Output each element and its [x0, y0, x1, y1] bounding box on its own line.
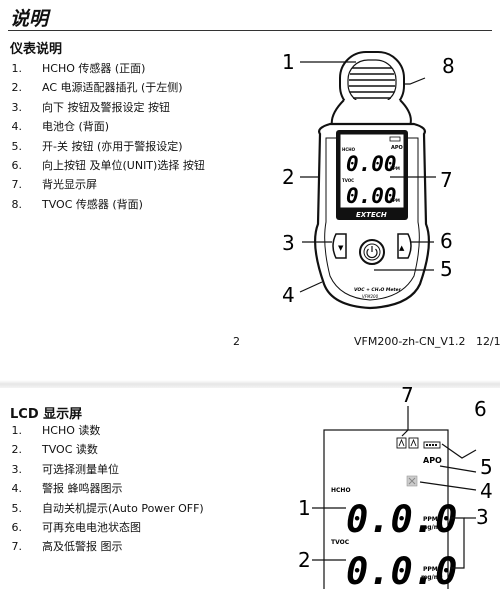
callout-1: 1: [282, 50, 295, 74]
document-id: VFM200-zh-CN_V1.2 12/16: [354, 335, 500, 348]
up-button: [397, 233, 412, 259]
list-item: 5.开-关 按钮 (亦用于警报设定): [11, 139, 183, 153]
battery-icon: [389, 136, 401, 142]
meter-brand: EXTECH: [356, 211, 387, 219]
page-title: 说明: [10, 8, 49, 30]
up-arrow-icon: ▲: [399, 244, 405, 252]
list-item: 1.HCHO 传感器 (正面): [11, 62, 146, 75]
callout-8: 8: [442, 54, 455, 78]
lcd-elements-list: 1.HCHO 读数 2.TVOC 读数 3.可选择测量单位 4.警报 蜂鸣器图示…: [8, 421, 258, 557]
meter-hcho-reading: 0.00: [346, 152, 397, 176]
section-heading-lcd: LCD 显示屏: [10, 407, 83, 422]
lcd-callout-1: 1: [298, 496, 311, 520]
battery-status-icon: [423, 441, 441, 449]
lcd-diagram: APO HCHO 0.0.0 PPM mg/m³ TVOC 0.0.0 PPM …: [298, 383, 493, 589]
meter-apo-label: APO: [391, 145, 403, 151]
callout-2: 2: [282, 165, 295, 189]
list-item: 8.TVOC 传感器 (背面): [11, 197, 143, 211]
lcd-callout-2: 2: [298, 548, 311, 572]
lcd-callout-leaders: [312, 406, 477, 569]
meter-caption: VOC + CH₂O Meter: [354, 287, 402, 293]
list-item: 2.TVOC 读数: [11, 443, 98, 457]
callout-3: 3: [282, 231, 295, 255]
title-divider: [8, 30, 492, 31]
page-number: 2: [233, 335, 240, 348]
meter-hcho-label: HCHO: [342, 147, 356, 152]
meter-model: VFM200: [362, 294, 379, 299]
lcd-hcho-reading: 0.0.0: [346, 498, 457, 541]
lcd-unit-top: PPM: [423, 516, 438, 523]
meter-parts-list: 1.HCHO 传感器 (正面) 2.AC 电源适配器插孔 (于左侧) 3.向下 …: [8, 59, 258, 214]
lcd-unit-sub-top: mg/m³: [421, 524, 443, 531]
list-item: 3.向下 按钮及警报设定 按钮: [11, 100, 171, 114]
down-arrow-icon: ▼: [338, 244, 344, 252]
lcd-tvoc-label: TVOC: [331, 539, 350, 546]
alarm-buzzer-icon: [406, 475, 418, 487]
lcd-callout-6: 6: [474, 397, 487, 421]
lcd-callout-5: 5: [480, 455, 493, 479]
lcd-callout-3: 3: [476, 505, 489, 529]
lcd-hcho-label: HCHO: [331, 487, 351, 494]
lcd-callout-4: 4: [480, 479, 493, 503]
list-item: 1.HCHO 读数: [11, 424, 101, 437]
page-divider: [0, 380, 500, 388]
callout-6: 6: [440, 229, 453, 253]
lcd-unit-sub-bottom: mg/m³: [421, 574, 443, 581]
callout-leaders: [299, 61, 436, 293]
lcd-apo-label: APO: [423, 456, 442, 465]
meter-unit-top: PPM: [390, 166, 400, 171]
lcd-tvoc-reading: 0.0.0: [346, 550, 457, 589]
list-item: 3.可选择测量单位: [11, 462, 120, 476]
meter-tvoc-label: TVOC: [342, 178, 354, 183]
meter-tvoc-reading: 0.00: [346, 184, 397, 208]
callout-5: 5: [440, 257, 453, 281]
list-item: 5.自动关机提示(Auto Power OFF): [11, 501, 204, 515]
lcd-unit-bottom: PPM: [423, 566, 438, 573]
power-icon: [366, 246, 378, 259]
list-item: 7.高及低警报 图示: [11, 540, 123, 554]
lcd-callout-7: 7: [401, 383, 414, 407]
meter-diagram: APO HCHO 0.00 PPM TVOC 0.00 PPM EXTECH ▼…: [282, 50, 455, 310]
list-item: 7.背光显示屏: [11, 178, 98, 192]
meter-unit-bottom: PPM: [390, 198, 400, 203]
list-item: 2.AC 电源适配器插孔 (于左侧): [11, 81, 183, 95]
down-button: [332, 233, 347, 259]
callout-7: 7: [440, 168, 453, 192]
section-heading-meter-description: 仪表说明: [10, 42, 63, 57]
lcd-frame: [323, 429, 449, 589]
list-item: 4.电池仓 (背面): [11, 120, 110, 134]
list-item: 6.向上按钮 及单位(UNIT)选择 按钮: [11, 158, 205, 172]
hcho-sensor-grille-icon: [339, 51, 405, 113]
alarm-high-low-icon: [396, 437, 419, 449]
callout-4: 4: [282, 283, 295, 307]
list-item: 4.警报 蜂鸣器图示: [11, 482, 123, 496]
list-item: 6.可再充电电池状态图: [11, 520, 142, 534]
